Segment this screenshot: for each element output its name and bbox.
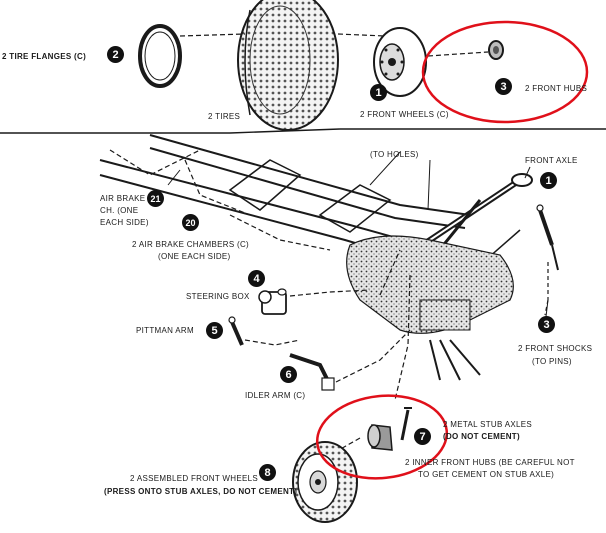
label-front-wheels: 2 FRONT WHEELS (C): [360, 110, 449, 119]
label-one-each-side: (One Each Side): [158, 252, 231, 261]
label-air-brake-chambers: 2 AIR BRAKE CHAMBERS (C): [132, 240, 250, 249]
badge-steering-box: 4: [248, 270, 265, 287]
label-tires: 2 TIRES: [208, 112, 241, 121]
badge-front-wheels: 1: [370, 84, 387, 101]
badge-tire-flanges: 2: [107, 46, 124, 63]
label-pittman-arm: PITTMAN ARM: [136, 326, 194, 335]
badge-21: 21: [147, 190, 164, 207]
label-to-holes: (To Holes): [370, 150, 419, 159]
badge-pittman-arm: 5: [206, 322, 223, 339]
tire-part: [237, 0, 339, 131]
steering-box-part: [258, 288, 371, 315]
front-shock-part: [536, 204, 559, 316]
badge-stub-axles: 7: [414, 428, 431, 445]
label-do-not-cement: (DO NOT CEMENT): [443, 432, 520, 441]
front-wheel-part: [373, 27, 427, 97]
assembled-wheel-part: [292, 441, 358, 523]
label-front-hubs: 2 FRONT HUBS: [525, 84, 588, 93]
badge-front-hubs: 3: [495, 78, 512, 95]
tire-flange-part: [138, 24, 182, 88]
label-to-pins: (To Pins): [532, 357, 572, 366]
label-idler-arm: IDLER ARM (C): [245, 391, 306, 400]
label-steering-box: STEERING BOX: [186, 292, 250, 301]
highlight-circle-hubs: [421, 20, 589, 124]
label-front-shocks: 2 FRONT SHOCKS: [518, 344, 593, 353]
badge-20: 20: [182, 214, 199, 231]
label-front-axle: FRONT AXLE: [525, 156, 578, 165]
idler-arm-part: [289, 329, 411, 391]
label-air-brake-1: AIR BRAKE: [100, 194, 146, 203]
label-air-brake-3: Each Side): [100, 218, 149, 227]
label-inner-hubs-1: 2 INNER FRONT HUBS (Be careful not: [405, 458, 575, 467]
highlight-circle-stub-axles: [315, 394, 449, 480]
front-hub-part: [488, 40, 504, 60]
label-metal-stub-axles: 2 METAL STUB AXLES: [443, 420, 532, 429]
label-tire-flanges: 2 TIRE FLANGES (C): [2, 52, 87, 61]
badge-idler-arm: 6: [280, 366, 297, 383]
label-air-brake-2: CH. (One: [100, 206, 139, 215]
badge-assembled-wheels: 8: [259, 464, 276, 481]
label-assembled-2: (Press onto Stub Axles, DO NOT CEMENT): [104, 487, 298, 496]
label-assembled-1: 2 ASSEMBLED FRONT WHEELS: [130, 474, 258, 483]
stub-axle-part: [329, 407, 412, 456]
badge-front-shocks: 3: [538, 316, 555, 333]
badge-front-axle: 1: [540, 172, 557, 189]
axle-assembly: [346, 235, 514, 381]
label-inner-hubs-2: to get Cement on Stub Axle): [418, 470, 555, 479]
pittman-arm-part: [228, 316, 301, 346]
